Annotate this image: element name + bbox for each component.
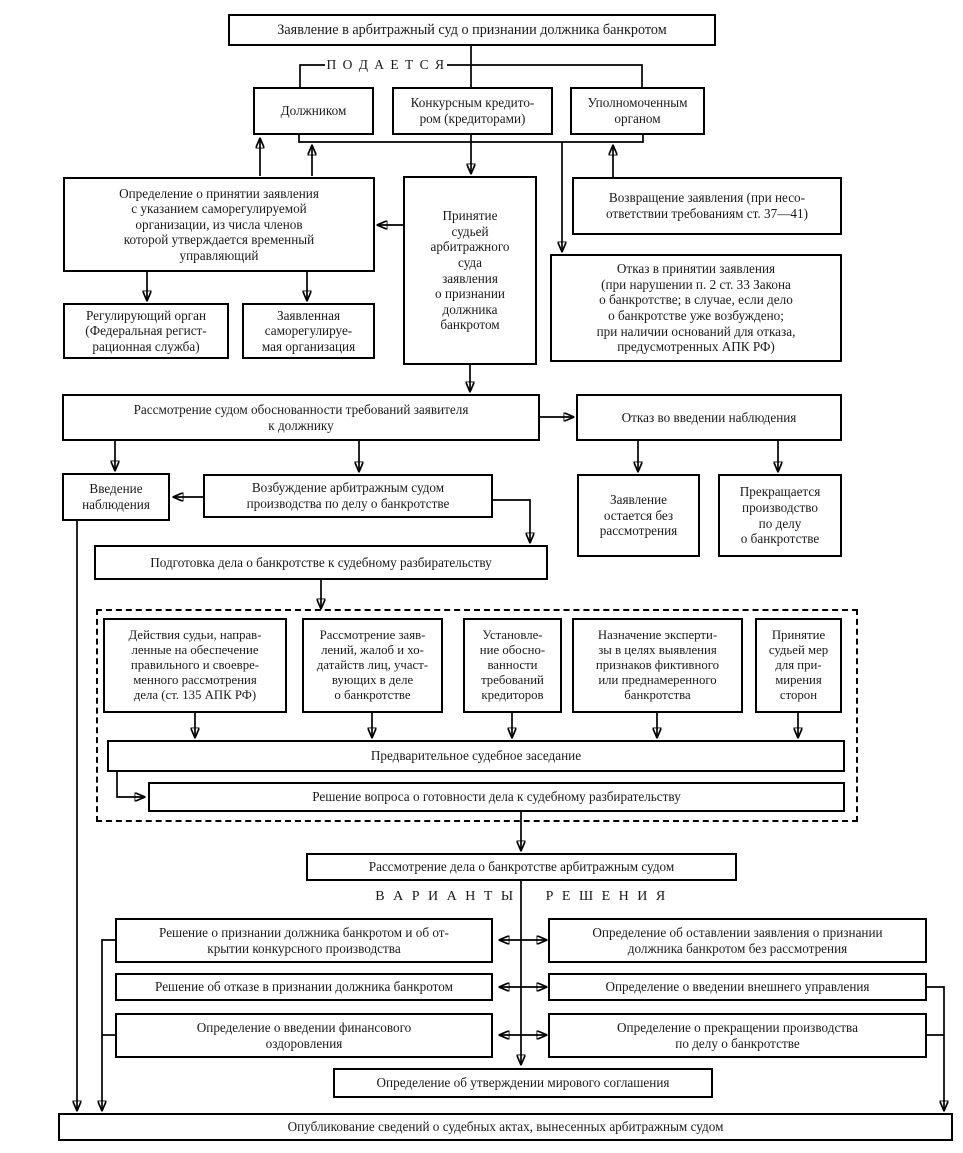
label-resheniya: Р Е Ш Е Н И Я	[545, 889, 668, 904]
node-declared-sro: Заявленная саморегулируе- мая организаци…	[242, 303, 375, 359]
node-conciliation-measures: Принятие судьей мер для при- мирения сто…	[755, 618, 842, 713]
node-by-authorized-body: Уполномоченным органом	[570, 87, 705, 135]
label-podaetsya: П О Д А Е Т С Я	[326, 57, 446, 72]
node-by-debtor: Должником	[253, 87, 374, 135]
node-decision-bankrupt-declared: Решение о признании должника банкротом и…	[115, 918, 493, 963]
node-publication-of-judicial-acts: Опубликование сведений о судебных актах,…	[58, 1113, 953, 1141]
node-by-bankruptcy-creditor: Конкурсным кредито- ром (кредиторами)	[392, 87, 553, 135]
node-application-left-unreviewed: Заявление остается без рассмотрения	[577, 474, 700, 557]
node-ruling-termination-of-proceedings: Определение о прекращении производства п…	[548, 1013, 927, 1058]
node-judge-acceptance: Принятие судьей арбитражного суда заявле…	[403, 176, 537, 365]
node-ruling-financial-rehabilitation: Определение о введении финансового оздор…	[115, 1013, 493, 1058]
node-refusal-to-accept: Отказ в принятии заявления (при нарушени…	[550, 254, 842, 362]
node-decision-refusal-bankruptcy: Решение об отказе в признании должника б…	[115, 973, 493, 1001]
node-judge-actions: Действия судьи, направ- ленные на обеспе…	[103, 618, 287, 713]
node-initiation-of-proceedings: Возбуждение арбитражным судом производст…	[203, 474, 493, 518]
node-review-of-petitions: Рассмотрение заяв- лений, жалоб и хо- да…	[302, 618, 443, 713]
node-settlement-agreement: Определение об утверждении мирового согл…	[333, 1068, 713, 1098]
node-application-to-court: Заявление в арбитражный суд о признании …	[228, 14, 716, 46]
node-ruling-external-management: Определение о введении внешнего управлен…	[548, 973, 927, 1001]
label-varianty: В А Р И А Н Т Ы	[375, 889, 516, 904]
node-readiness-decision: Решение вопроса о готовности дела к суде…	[148, 782, 845, 812]
node-expert-examination: Назначение эксперти- зы в целях выявлени…	[572, 618, 743, 713]
preparation-stage-container	[96, 609, 858, 822]
node-introduction-of-supervision: Введение наблюдения	[62, 473, 170, 521]
node-regulating-body: Регулирующий орган (Федеральная регист- …	[63, 303, 229, 359]
node-proceedings-terminated: Прекращается производство по делу о банк…	[718, 474, 842, 557]
node-refusal-of-supervision: Отказ во введении наблюдения	[576, 394, 842, 441]
node-ruling-on-acceptance: Определение о принятии заявления с указа…	[63, 177, 375, 272]
node-case-preparation: Подготовка дела о банкротстве к судебном…	[94, 545, 548, 580]
node-return-of-application: Возвращение заявления (при несо- ответст…	[572, 177, 842, 235]
node-ruling-application-unreviewed: Определение об оставлении заявления о пр…	[548, 918, 927, 963]
label-varianty-resheniya: В А Р И А Н Т Ы Р Е Ш Е Н И Я	[306, 888, 737, 906]
node-preliminary-hearing: Предварительное судебное заседание	[107, 740, 845, 772]
node-case-hearing: Рассмотрение дела о банкротстве арбитраж…	[306, 853, 737, 881]
node-court-review-of-claims: Рассмотрение судом обоснованности требов…	[62, 394, 540, 441]
node-validity-of-creditor-claims: Установле- ние обосно- ванности требован…	[463, 618, 562, 713]
